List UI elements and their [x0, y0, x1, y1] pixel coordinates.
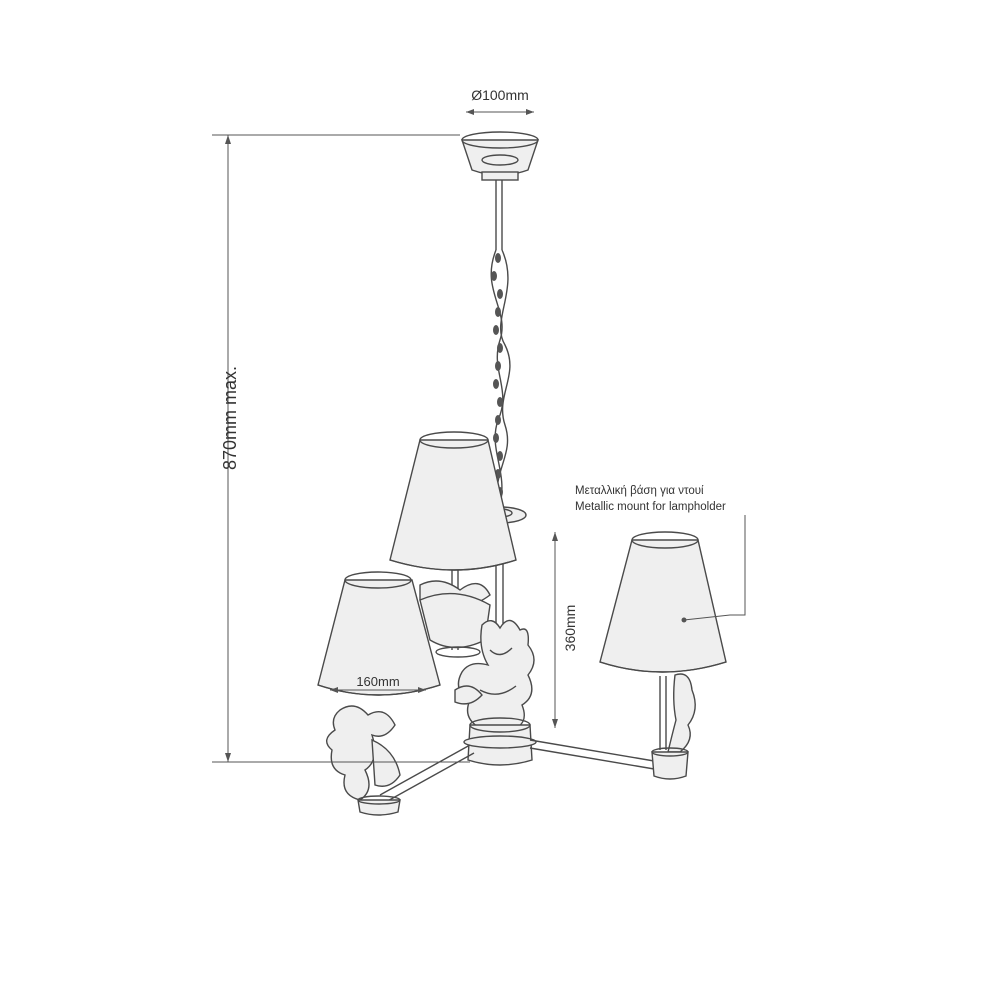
central-hub [463, 717, 537, 766]
suspension-rod [495, 180, 503, 250]
lamp-left [317, 571, 441, 816]
shade-diameter-dimension: 160mm [330, 674, 426, 693]
shade-diameter-label: 160mm [356, 674, 399, 689]
annotation-greek: Μεταλλική βάση για ντουί [575, 485, 704, 497]
canopy-diameter-label: Ø100mm [471, 87, 529, 103]
lampholder-annotation: Μεταλλική βάση για ντουί Metallic mount … [575, 485, 746, 623]
central-decorative-figure [454, 619, 535, 731]
canopy-diameter-dimension: Ø100mm [466, 87, 534, 115]
arm-right [529, 739, 661, 771]
max-height-label: 870mm max. [220, 366, 240, 470]
arm-height-label: 360mm [562, 605, 578, 652]
annotation-english: Metallic mount for lampholder [575, 501, 726, 513]
lamp-back [389, 431, 517, 658]
max-height-dimension: 870mm max. [212, 134, 470, 763]
arm-left [379, 744, 475, 804]
ceiling-canopy [461, 131, 539, 181]
lamp-right [599, 531, 727, 780]
arm-height-dimension: 360mm [552, 532, 578, 728]
